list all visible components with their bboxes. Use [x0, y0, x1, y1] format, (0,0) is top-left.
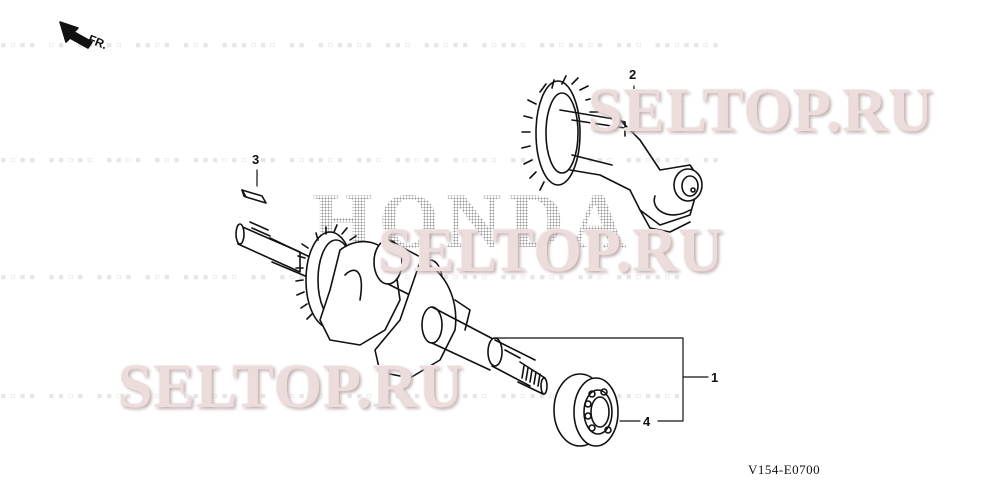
- faint-background-text: ▪▫▪▪ ▫▪ ▪▪▫▪▫ ▪▪▫▪ ▪▫▪ ▪▪▪▫▪▫ ▪▪ ▪▫▪▪▫▪ …: [0, 38, 722, 51]
- faint-background-text: ▪▫▪▪ ▪▪▫▪ ▪▪▫▪ ▪▫▪ ▪▪▪▫▪▫ ▪▪ ▪▫▪▪▫▪ ▪▪▫ …: [0, 389, 684, 402]
- callout-3[interactable]: 3: [252, 152, 260, 167]
- callout-4[interactable]: 4: [643, 414, 651, 429]
- ball-bearing-drawing: [553, 373, 619, 447]
- seltop-watermark-bottom: SELTOP.RU: [118, 353, 465, 421]
- front-direction-arrow-icon: [59, 21, 93, 49]
- seltop-watermark-top: SELTOP.RU: [588, 77, 935, 145]
- key-drawing: [241, 189, 267, 204]
- callout-leaders: [256, 85, 709, 422]
- callout-1[interactable]: 1: [711, 370, 719, 385]
- diagram-code: V154-E0700: [748, 462, 821, 477]
- crankshaft-drawing: [235, 221, 548, 395]
- seltop-watermark-middle: SELTOP.RU: [378, 217, 725, 285]
- balancer-shaft-drawing: [521, 75, 703, 233]
- callout-2[interactable]: 2: [629, 67, 637, 82]
